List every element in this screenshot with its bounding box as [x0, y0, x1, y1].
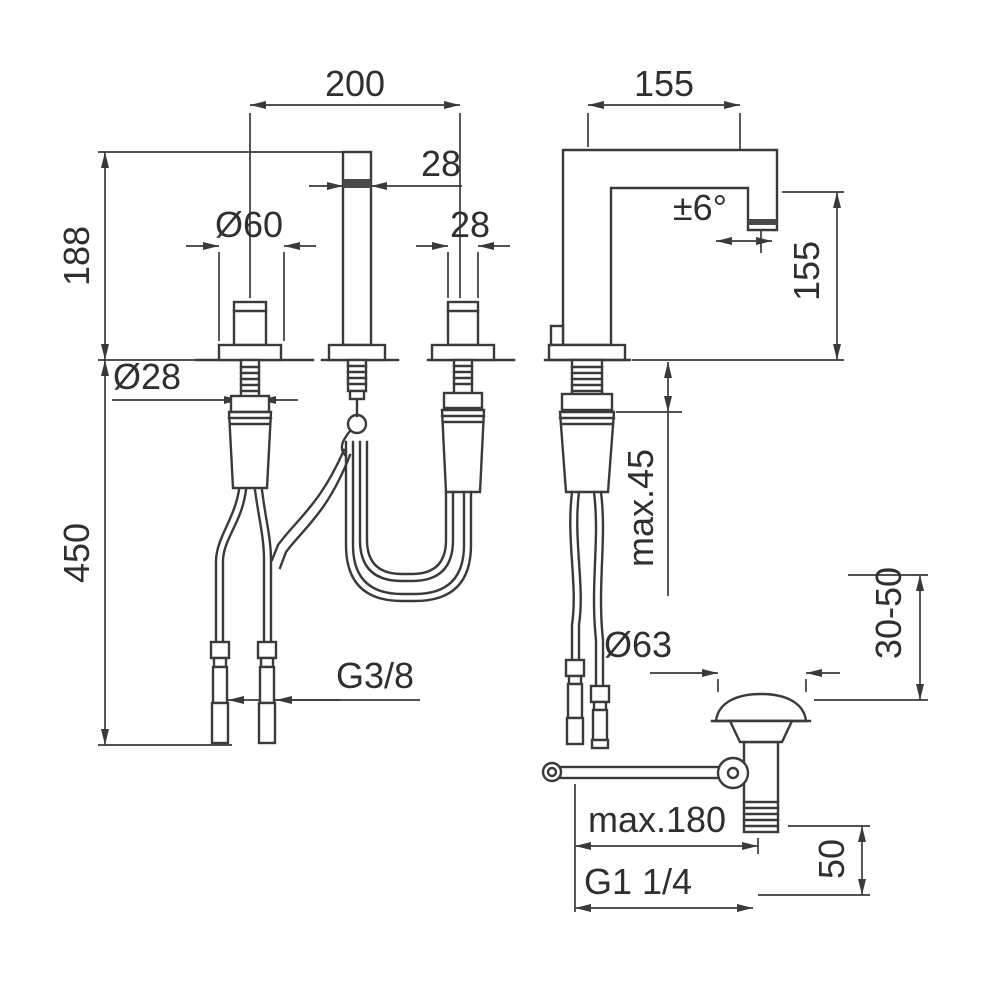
left-valve-body: [227, 358, 273, 490]
label-height-above-deck: 155: [786, 241, 827, 301]
label-spout-reach: 155: [634, 63, 694, 104]
dim-height-above-deck-155: [632, 191, 844, 361]
dimensions: [98, 101, 928, 912]
label-handle-diameter: 28: [450, 204, 490, 245]
rod-eyelet: [346, 413, 368, 435]
side-view: [543, 148, 779, 750]
spout-ring: [343, 179, 371, 188]
connection-hoses: [270, 440, 473, 603]
body-tab: [549, 324, 565, 347]
side-valve-body: [558, 358, 616, 494]
dim-mounting-range-30-50: [814, 574, 928, 701]
mounting-nut: [229, 394, 271, 414]
rod-knob: [541, 761, 563, 783]
right-valve-body: [440, 358, 486, 494]
front-view: [194, 150, 516, 745]
pull-rod: [558, 765, 737, 780]
mounting-nut: [442, 391, 484, 410]
side-hoses: [569, 490, 605, 688]
mounting-nut: [560, 392, 614, 412]
label-spout-diameter: 28: [421, 143, 461, 184]
spout: [327, 150, 387, 457]
right-handle-rosette: [430, 343, 496, 362]
label-max-deck-thickness: max.45: [620, 449, 661, 567]
left-handle-rosette: [217, 343, 283, 362]
tailpipe-threads: [742, 800, 780, 828]
dimension-labels: 200 28 155 ±6° 188 Ø60 28 155 Ø28 450 ma…: [56, 63, 909, 902]
dim-spout-height-188: [98, 151, 343, 361]
outlet-aerator: [748, 219, 777, 225]
dim-rod-reach-max180: [574, 784, 759, 912]
label-tail-length: 50: [811, 839, 852, 879]
dim-tail-length-50: [758, 825, 870, 896]
dim-handle-diameter-28: [416, 242, 510, 298]
label-mounting-range: 30-50: [868, 567, 909, 659]
drain-tailpipe: [742, 740, 780, 834]
side-hose-connectors: [564, 658, 611, 750]
label-hole-spacing: 200: [325, 63, 385, 104]
plug-neck: [728, 719, 794, 744]
dim-hole-spacing-200: [249, 101, 461, 298]
label-rod-reach: max.180: [588, 799, 726, 840]
pop-up-plug: [714, 692, 808, 723]
dim-max-deck-thickness: [616, 362, 682, 596]
label-total-height: 450: [56, 523, 97, 583]
right-handle: [430, 300, 496, 362]
supply-hoses: [214, 488, 273, 644]
drain-assembly: [541, 692, 812, 834]
label-plug-diameter: Ø63: [604, 624, 672, 665]
label-swivel-angle: ±6°: [673, 187, 727, 228]
thread-hatching: [239, 365, 261, 393]
dim-plug-diameter-63: [650, 669, 840, 692]
side-rosette: [547, 343, 627, 362]
label-shank-diameter: Ø28: [113, 356, 181, 397]
dim-swivel-angle: [716, 229, 772, 253]
supply-hose-connectors: [209, 640, 278, 745]
pivot-ball: [716, 756, 750, 790]
label-spout-height: 188: [56, 226, 97, 286]
label-supply-thread: G3/8: [336, 655, 414, 696]
label-waste-thread: G1 1/4: [584, 861, 692, 902]
dim-total-height-450: [98, 360, 232, 746]
label-rosette-diameter: Ø60: [215, 204, 283, 245]
dim-rosette-diameter-60: [186, 242, 316, 341]
spout-rosette: [327, 343, 387, 362]
